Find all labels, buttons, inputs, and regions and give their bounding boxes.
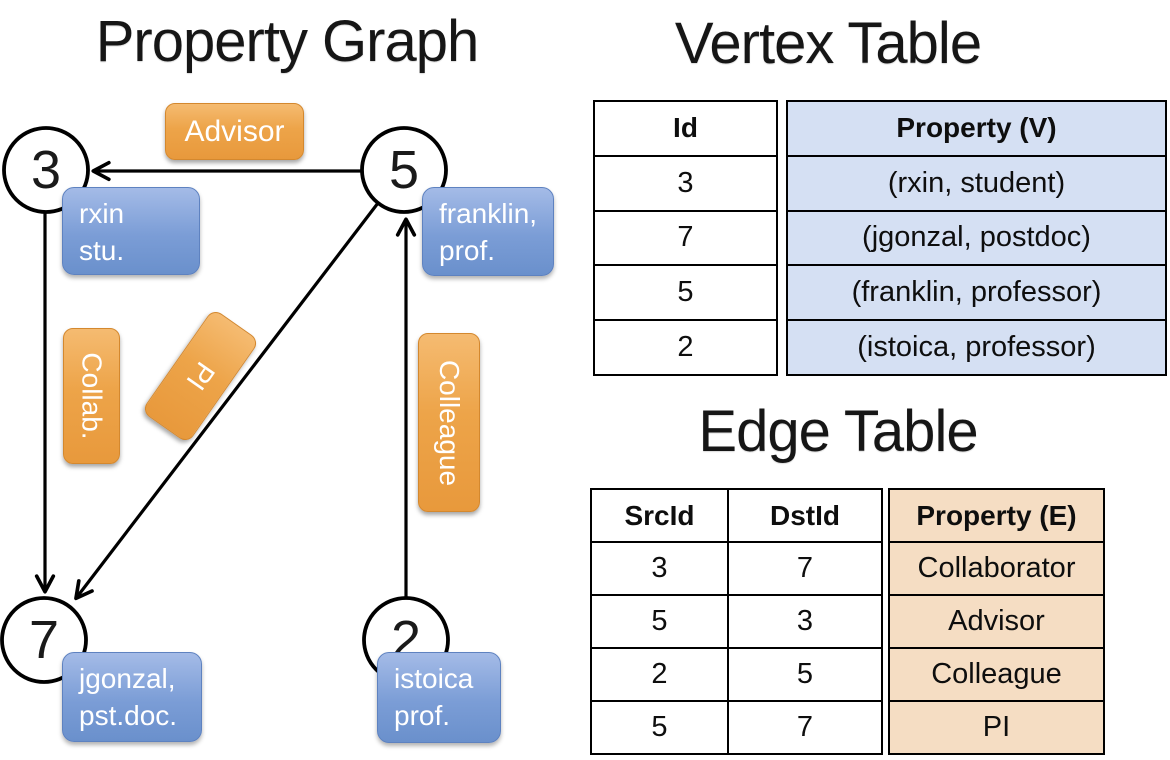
table-cell: 5: [727, 647, 883, 703]
vertex-id-7: 7: [28, 610, 60, 670]
edge-pi-5-to-7: [74, 202, 380, 601]
table-cell: (jgonzal, postdoc): [786, 209, 1167, 267]
vertex-prop-box-5: franklin, prof.: [422, 187, 554, 276]
table-cell: 3: [727, 594, 883, 650]
table-cell: 2: [590, 647, 729, 703]
edge-table-src-dst-columns: SrcId DstId 3 7 5 3 2 5 5 7: [590, 487, 883, 756]
table-cell: 7: [593, 209, 778, 267]
table-cell: (franklin, professor): [786, 264, 1167, 322]
vertex-table-id-column: Id 3 7 5 2: [593, 100, 778, 376]
edge-table-header-dstid: DstId: [727, 487, 883, 544]
edge-label-collab: Collab.: [63, 328, 120, 464]
table-cell: 3: [593, 154, 778, 212]
vertex-id-3: 3: [30, 140, 62, 200]
edge-label-colleague: Colleague: [418, 333, 480, 512]
vertex-prop-box-7: jgonzal, pst.doc.: [62, 652, 202, 742]
table-cell: (rxin, student): [786, 154, 1167, 212]
table-cell: 3: [590, 541, 729, 597]
table-cell: 7: [727, 541, 883, 597]
table-cell: 5: [590, 700, 729, 756]
edge-table-title: Edge Table: [698, 399, 978, 464]
vertex-id-5: 5: [388, 140, 420, 200]
table-cell: Advisor: [888, 594, 1105, 650]
property-graph-title: Property Graph: [95, 9, 480, 74]
vertex-table-property-column: Property (V) (rxin, student) (jgonzal, p…: [786, 100, 1167, 376]
vertex-table-header-id: Id: [593, 100, 778, 157]
table-cell: 7: [727, 700, 883, 756]
vertex-prop-box-2: istoica prof.: [377, 652, 501, 743]
table-cell: 5: [593, 264, 778, 322]
table-cell: 5: [590, 594, 729, 650]
vertex-prop-box-3: rxin stu.: [62, 187, 200, 275]
edge-table-header-srcid: SrcId: [590, 487, 729, 544]
table-cell: Collaborator: [888, 541, 1105, 597]
table-cell: Colleague: [888, 647, 1105, 703]
table-cell: (istoica, professor): [786, 319, 1167, 376]
vertex-table-title: Vertex Table: [674, 11, 982, 76]
table-cell: 2: [593, 319, 778, 376]
edge-table-property-column: Property (E) Collaborator Advisor Collea…: [888, 487, 1105, 756]
edge-label-advisor: Advisor: [165, 103, 304, 160]
table-cell: PI: [888, 700, 1105, 756]
vertex-table-header-property: Property (V): [786, 100, 1167, 157]
edge-table-header-property: Property (E): [888, 487, 1105, 544]
